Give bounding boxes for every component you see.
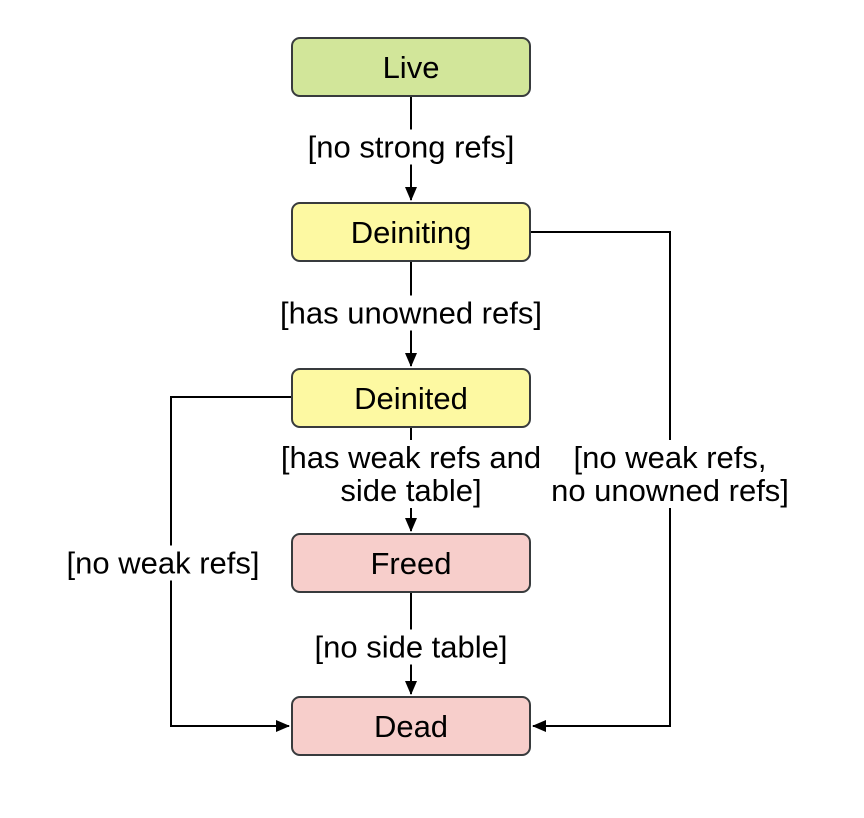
- state-node-live-label: Live: [382, 49, 440, 85]
- state-node-dead-label: Dead: [373, 708, 449, 744]
- state-node-deinited-label: Deinited: [354, 380, 468, 416]
- state-node-freed-label: Freed: [370, 545, 452, 581]
- state-node-deiniting-label: Deiniting: [350, 214, 472, 250]
- edge-label-has-unowned-refs: [has unowned refs]: [276, 295, 546, 331]
- edge-label-has-weak-refs-and-side-table: [has weak refs and side table]: [276, 440, 546, 508]
- edge-label-no-weak-refs: [no weak refs]: [62, 545, 264, 581]
- state-node-deinited: Deinited: [291, 368, 531, 428]
- edge-label-line: [no weak refs,: [573, 440, 767, 475]
- edge-label-line: [has weak refs and: [280, 440, 542, 475]
- edge-label-no-weak-no-unowned-refs: [no weak refs, no unowned refs]: [547, 440, 793, 508]
- edge-label-line: side table]: [340, 473, 482, 508]
- edge-label-no-side-table: [no side table]: [310, 629, 512, 665]
- state-node-live: Live: [291, 37, 531, 97]
- state-node-freed: Freed: [291, 533, 531, 593]
- state-node-dead: Dead: [291, 696, 531, 756]
- edge-label-line: no unowned refs]: [551, 473, 789, 508]
- edge-label-no-strong-refs: [no strong refs]: [303, 129, 519, 165]
- state-node-deiniting: Deiniting: [291, 202, 531, 262]
